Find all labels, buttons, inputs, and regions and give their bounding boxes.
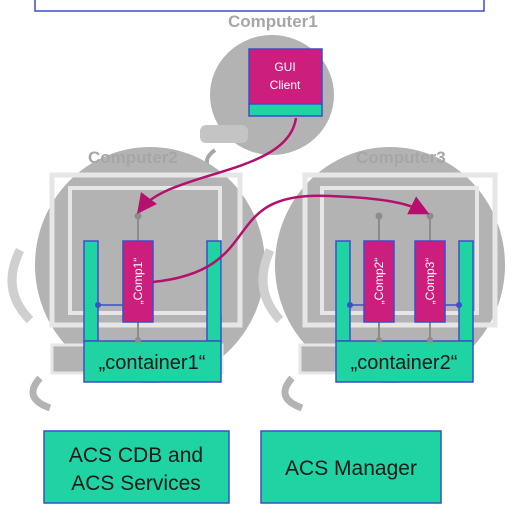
acs-cdb-line1: ACS CDB and [69,444,203,467]
acs-cdb-line2: ACS Services [71,472,201,495]
acs-manager-label: ACS Manager [285,457,417,480]
comp2[interactable]: „Comp2“ [347,212,395,344]
container2[interactable]: „container2“ [335,240,474,383]
computer3-label: Computer3 [356,148,446,167]
acs-manager-box[interactable]: ACS Manager [260,430,442,504]
comp3-label: „Comp3“ [423,258,437,305]
computer1-label: Computer1 [228,12,318,31]
gui-client[interactable]: GUI Client [248,48,323,117]
arrow-comp1-to-comp3 [152,194,430,284]
gui-client-line1: GUI [274,60,295,74]
comp1[interactable]: „Comp1“ [95,212,154,344]
gui-client-line2: Client [270,78,301,92]
comp1-label: „Comp1“ [131,258,145,305]
container2-label: „container2“ [351,352,458,374]
top-frame [34,0,485,12]
comp3[interactable]: „Comp3“ [414,212,462,344]
computer2-label: Computer2 [88,148,178,167]
arrow-gui-to-comp1 [136,117,298,214]
container1-label: „container1“ [99,352,206,374]
acs-cdb-services-box[interactable]: ACS CDB and ACS Services [43,430,230,504]
container1[interactable]: „container1“ [83,240,222,383]
comp2-label: „Comp2“ [372,258,386,305]
